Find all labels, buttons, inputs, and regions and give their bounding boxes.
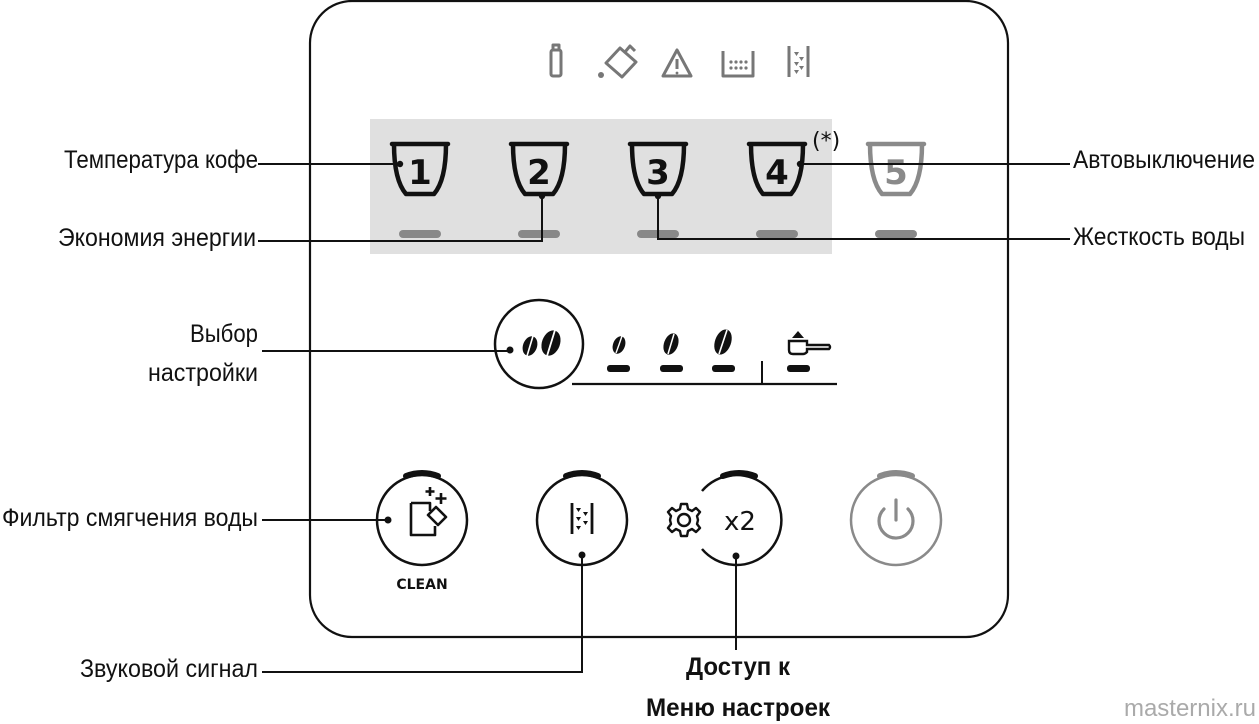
cup-number: 3 [646,153,670,193]
beep-button[interactable] [535,470,629,567]
single-bean-small-icon [612,335,626,354]
button-led [720,470,758,479]
aroma-pre-ground[interactable] [787,331,832,372]
button-led [563,470,601,479]
aroma-led [607,365,630,372]
single-bean-large-icon [714,329,732,355]
setting-select-button[interactable] [493,298,585,390]
single-bean-medium-icon [663,333,679,355]
warning-icon [661,48,693,78]
x2-label: x2 [724,507,756,537]
button-led [877,470,915,479]
label-coffee-temperature: Температура кофе [64,146,258,174]
aroma-medium[interactable] [660,331,683,372]
descale-liquid-icon [549,43,563,78]
cup-led [399,230,441,238]
label-energy-saving: Экономия энергии [58,224,256,252]
clean-label: CLEAN [396,577,447,593]
watermark: masternix.ru [1124,695,1256,722]
aroma-led [787,365,810,372]
label-setting-select-2: настройки [148,359,258,387]
water-filter-icon [787,46,810,77]
power-icon [877,498,915,540]
label-beep: Звуковой сигнал [80,655,258,683]
aroma-mild[interactable] [607,334,630,372]
label-auto-off: Автовыключение [1073,146,1255,174]
aroma-led [712,365,735,372]
grounds-container-icon [721,51,755,78]
power-button[interactable] [849,470,943,567]
x2-settings-button[interactable]: x2 [701,470,783,567]
aroma-led [660,365,683,372]
label-water-hardness: Жесткость воды [1073,223,1245,251]
cup-number: 4 [765,153,789,193]
label-menu-access-2: Меню настроек [646,694,830,722]
filter-cartridge-clean-icon [409,487,448,537]
cup-number: 2 [527,153,551,193]
cup-number: 5 [884,153,908,193]
callout-line-beep [262,555,583,673]
callout-dots [396,160,804,200]
water-tank-pour-icon [598,44,638,79]
cup-button-4[interactable]: 4 [746,141,808,238]
callout-anchor-dot [654,192,662,200]
cup-button-1[interactable]: 1 [389,141,451,238]
water-filter-icon [570,503,594,534]
ground-coffee-scoop-icon [787,331,832,356]
callout-anchor-dot [796,160,804,168]
settings-highlight-zone [370,119,832,254]
cup-icon [508,141,570,197]
aroma-strong[interactable] [711,327,735,372]
auto-off-note: (*) [812,129,840,154]
status-icons-row [549,43,810,79]
callout-lines [258,163,1070,673]
callout-anchor-dot [396,160,404,168]
aroma-selector [572,327,837,386]
cup-led [518,230,560,238]
double-bean-icon [522,329,561,357]
callout-line-energy-saving [258,196,543,242]
cup-number: 1 [408,153,432,193]
cup-button-2[interactable]: 2 [508,141,570,238]
button-led [403,470,441,479]
label-water-filter: Фильтр смягчения воды [2,504,258,532]
gear-icon [666,502,702,538]
cup-led [875,230,917,238]
clean-filter-button[interactable] [375,470,469,567]
callout-anchor-dot [538,192,546,200]
label-menu-access-1: Доступ к [686,653,790,681]
label-setting-select-1: Выбор [190,320,258,348]
callout-line-water-hardness [657,196,1070,240]
cup-led [756,230,798,238]
